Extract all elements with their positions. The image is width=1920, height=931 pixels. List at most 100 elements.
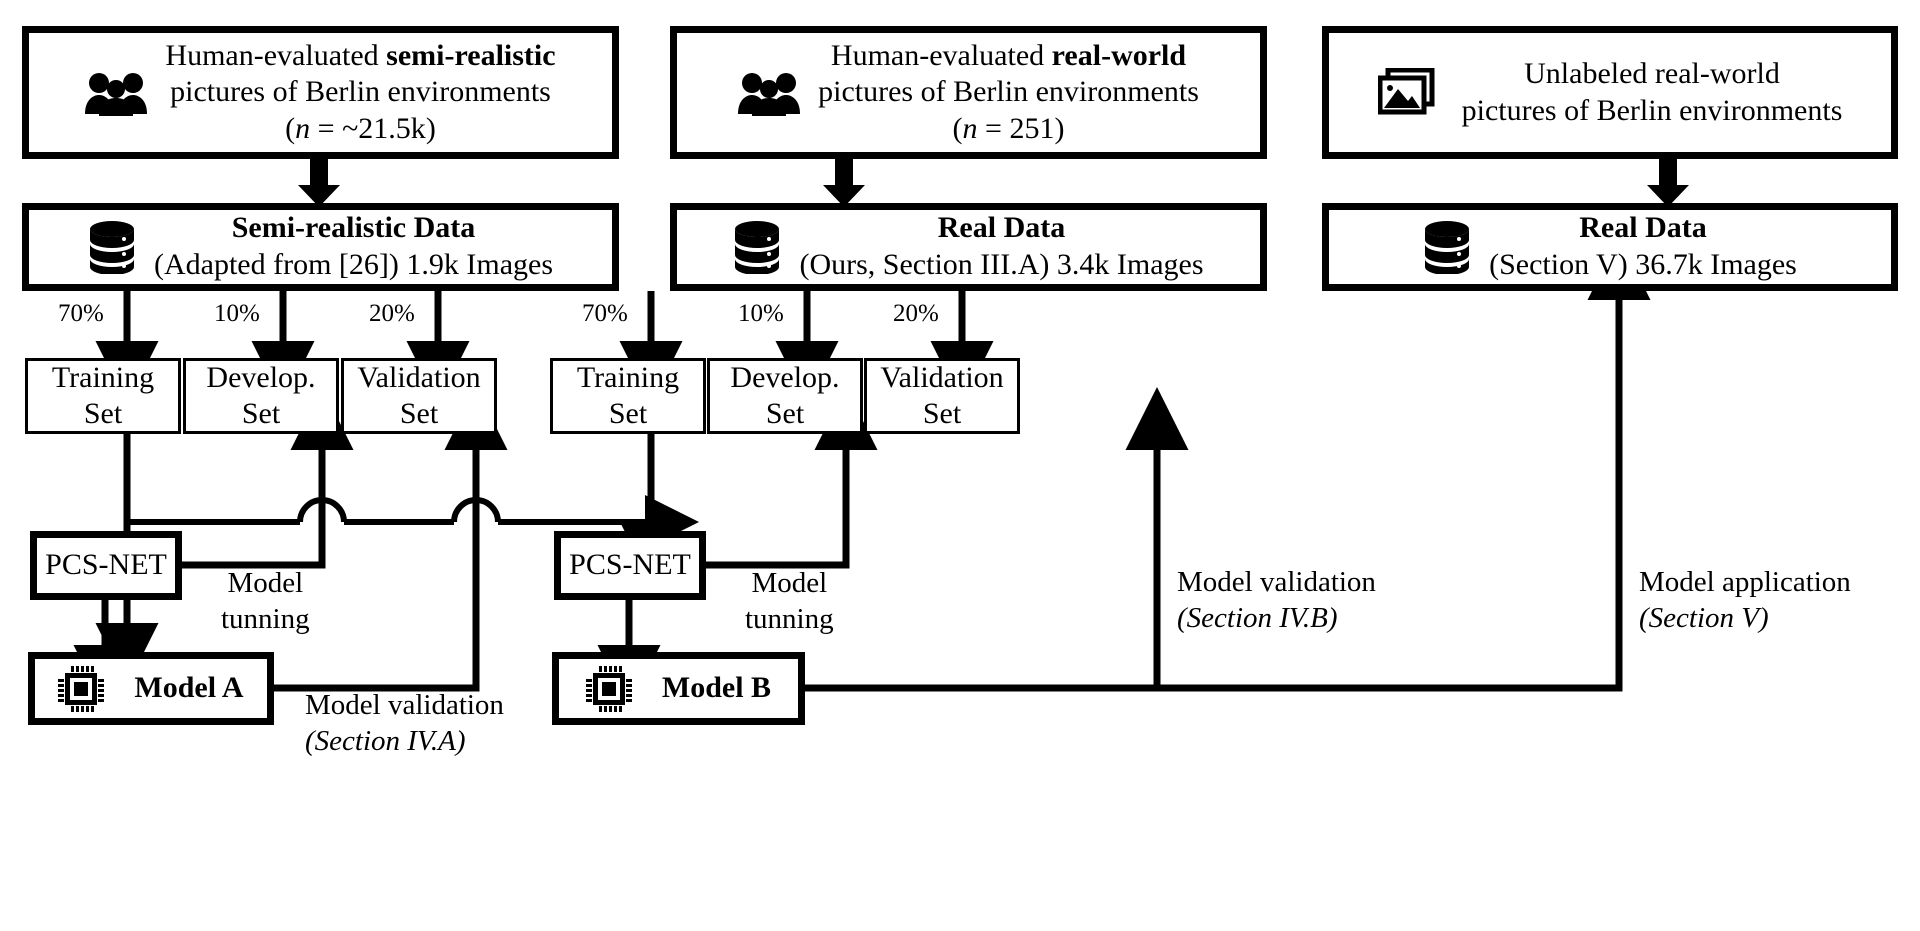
model-application-label: Model application (Section V)	[1639, 565, 1851, 637]
validation-line2: (Section IV.A)	[305, 724, 466, 757]
split-label-line2: Set	[608, 397, 648, 430]
source-text-real: Human-evaluated real-world pictures of B…	[818, 38, 1199, 145]
arrow-dataset-to-splits-2	[619, 291, 994, 404]
image-stack-icon	[1377, 67, 1436, 118]
source-box-real: Human-evaluated real-world pictures of B…	[670, 26, 1267, 159]
split-box-validation-1: Validation Set	[341, 358, 497, 434]
split-label-line1: Validation	[357, 361, 481, 394]
split-box-develop-1: Develop. Set	[183, 358, 339, 434]
database-icon	[1423, 220, 1471, 275]
dataset-title: Real Data	[1579, 211, 1707, 245]
dataset-text-real: Real Data (Ours, Section III.A) 3.4k Ima…	[799, 210, 1203, 283]
tunning-line1: Model	[751, 567, 828, 599]
model-label-a: Model A	[134, 671, 244, 705]
application-line2: (Section V)	[1639, 601, 1769, 634]
split-label: Develop. Set	[730, 360, 839, 432]
application-line1: Model application	[1639, 566, 1851, 598]
dataset-box-semi-realistic: Semi-realistic Data (Adapted from [26]) …	[22, 203, 619, 291]
split-label-line2: Set	[922, 397, 962, 430]
split-label-line1: Training	[51, 361, 155, 394]
source-line2: pictures of Berlin environments	[1461, 93, 1843, 127]
dataset-text-semi-realistic: Semi-realistic Data (Adapted from [26]) …	[154, 210, 553, 283]
split-percent-label: 20%	[369, 300, 415, 327]
validation-line1: Model validation	[305, 689, 504, 721]
split-label: Validation Set	[357, 360, 480, 432]
pcsnet-label: PCS-NET	[569, 548, 691, 582]
source-box-semi-realistic: Human-evaluated semi-realistic pictures …	[22, 26, 619, 159]
split-label: Training Set	[577, 360, 679, 432]
arrow-model-application	[805, 237, 1651, 692]
split-box-develop-2: Develop. Set	[707, 358, 863, 434]
bus-semi-train-to-real-train	[127, 495, 699, 549]
dataset-box-unlabeled: Real Data (Section V) 36.7k Images	[1322, 203, 1898, 291]
split-label-line2: Set	[765, 397, 805, 430]
dataset-subtitle: (Section V) 36.7k Images	[1489, 248, 1797, 281]
model-validation-label-a: Model validation (Section IV.A)	[305, 688, 504, 760]
tunning-line2: tunning	[221, 602, 310, 635]
split-label-line1: Training	[576, 361, 680, 394]
source-line2: pictures of Berlin environments	[818, 75, 1199, 109]
arrow-source-to-dataset-1	[298, 159, 340, 207]
dataset-box-real: Real Data (Ours, Section III.A) 3.4k Ima…	[670, 203, 1267, 291]
model-tunning-label-2: Model tunning	[745, 566, 834, 638]
arrow-dataset-to-splits-1	[95, 291, 470, 404]
dataset-title: Semi-realistic Data	[231, 211, 476, 245]
split-label-line1: Develop.	[730, 361, 840, 394]
arrow-model-tunning-1	[182, 387, 354, 569]
source-box-unlabeled: Unlabeled real-world pictures of Berlin …	[1322, 26, 1898, 159]
tunning-line2: tunning	[745, 602, 834, 635]
source-line1-bold: semi-realistic	[386, 38, 556, 72]
source-line3-italic: n	[962, 111, 978, 145]
source-line1-prefix: Unlabeled real-world	[1524, 56, 1780, 90]
source-line3-rest: = ~21.5k	[310, 111, 426, 145]
source-line1-bold: real-world	[1051, 38, 1187, 72]
dataset-subtitle: (Ours, Section III.A) 3.4k Images	[799, 248, 1204, 281]
dataset-text-unlabeled: Real Data (Section V) 36.7k Images	[1489, 210, 1797, 283]
people-group-icon	[738, 70, 801, 116]
source-line3-rest: = 251	[977, 111, 1055, 145]
pcsnet-box-1: PCS-NET	[30, 531, 182, 600]
source-text-unlabeled: Unlabeled real-world pictures of Berlin …	[1462, 56, 1843, 129]
validation-line1: Model validation	[1177, 566, 1376, 598]
arrow-validation-1	[274, 387, 508, 692]
chip-icon	[585, 665, 632, 712]
split-label-line2: Set	[399, 397, 439, 430]
split-label-line1: Develop.	[206, 361, 316, 394]
split-label: Training Set	[52, 360, 154, 432]
dataset-title: Real Data	[937, 211, 1066, 245]
split-percent-label: 20%	[893, 300, 939, 327]
split-percent-label: 70%	[58, 300, 104, 327]
split-label-line2: Set	[83, 397, 123, 430]
arrow-model-tunning-2	[706, 387, 878, 569]
model-label-b: Model B	[661, 671, 772, 705]
split-percent-label: 70%	[582, 300, 628, 327]
source-line3-italic: n	[295, 111, 311, 145]
pcsnet-box-2: PCS-NET	[554, 531, 706, 600]
dataset-subtitle: (Adapted from [26]) 1.9k Images	[153, 248, 554, 281]
model-tunning-label-1: Model tunning	[221, 566, 310, 638]
split-label-line2: Set	[241, 397, 281, 430]
source-line1-prefix: Human-evaluated	[830, 38, 1052, 72]
split-label: Validation Set	[880, 360, 1003, 432]
people-group-icon	[85, 70, 148, 116]
split-percent-label: 10%	[214, 300, 260, 327]
database-icon	[733, 220, 781, 275]
database-icon	[88, 220, 136, 275]
tunning-line1: Model	[227, 567, 304, 599]
arrow-validation-2	[805, 387, 1189, 692]
model-box-a: Model A	[28, 652, 274, 725]
chip-icon	[58, 665, 105, 712]
validation-line2: (Section IV.B)	[1177, 601, 1338, 634]
split-box-training-2: Training Set	[550, 358, 706, 434]
split-percent-label: 10%	[738, 300, 784, 327]
source-text-semi-realistic: Human-evaluated semi-realistic pictures …	[165, 38, 556, 145]
split-box-training-1: Training Set	[25, 358, 181, 434]
model-validation-label-b: Model validation (Section IV.B)	[1177, 565, 1376, 637]
source-line2: pictures of Berlin environments	[170, 75, 551, 109]
model-box-b: Model B	[552, 652, 805, 725]
arrow-source-to-dataset-3	[1647, 159, 1689, 207]
split-label: Develop. Set	[206, 360, 315, 432]
pcsnet-label: PCS-NET	[45, 548, 167, 582]
